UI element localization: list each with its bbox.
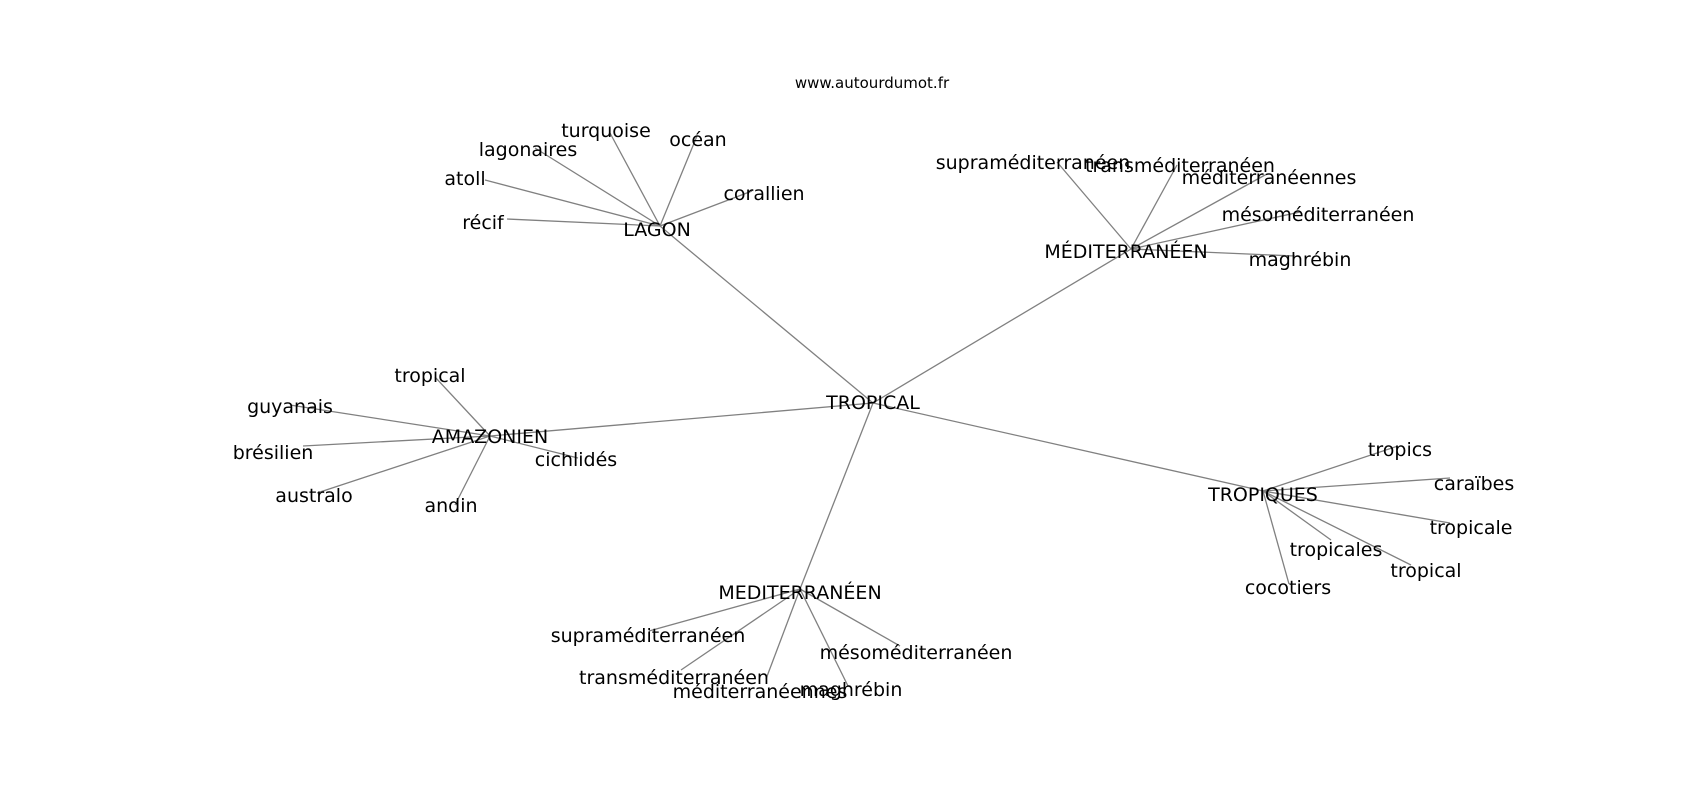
edge-tropiques-to-tropicales — [1262, 490, 1332, 541]
leaf-node-mediterraneennes: méditerranéennes — [673, 681, 848, 703]
edge-lagon-to-ocean — [659, 135, 698, 227]
edge-amazonien-to-cichlides — [489, 435, 579, 459]
leaf-node-ocean: océan — [669, 129, 726, 151]
edge-mediterraneen-to-maghrebin — [1130, 248, 1296, 257]
edge-tropiques-to-cocotiers — [1262, 490, 1290, 585]
edge-lagon-to-lagonaires — [534, 147, 661, 227]
leaf-node-supramediterraneen: supraméditerranéen — [936, 152, 1131, 174]
leaf-node-maghrebin: maghrébin — [1249, 249, 1352, 271]
edge-lagon-to-atoll — [484, 179, 661, 227]
leaf-node-mediterraneennes: méditerranéennes — [1182, 167, 1357, 189]
edge-center-to-tropiques — [872, 402, 1264, 492]
hub-node-mediterraneen: MEDITERRANÉEN — [718, 581, 881, 604]
leaf-node-australo: australo — [275, 485, 352, 507]
hub-node-tropiques: TROPIQUES — [1207, 484, 1318, 506]
edge-mediterraneen-to-mesomediterraneen — [1130, 211, 1301, 250]
leaf-node-bresilien: brésilien — [233, 442, 314, 464]
leaf-node-mesomediterraneen: mésoméditerranéen — [1222, 204, 1415, 226]
edge-center-to-mediterraneen — [872, 248, 1132, 404]
leaf-node-tropicale: tropicale — [1430, 517, 1513, 539]
watermark-text: www.autourdumot.fr — [795, 74, 950, 92]
leaf-node-tropicales: tropicales — [1290, 539, 1383, 561]
leaf-node-cichlides: cichlidés — [535, 449, 617, 471]
edge-center-to-amazonien — [489, 402, 874, 437]
edge-mediterraneen-to-maghrebin — [799, 588, 849, 687]
edge-mediterraneen-to-mediterraneennes — [1130, 174, 1266, 250]
edge-amazonien-to-guyanais — [289, 404, 491, 437]
edge-lagon-to-corallien — [659, 190, 753, 227]
leaf-node-transmediterraneen: transméditerranéen — [579, 667, 769, 689]
leaf-node-turquoise: turquoise — [561, 120, 651, 142]
edge-tropiques-to-tropicale — [1262, 490, 1451, 524]
hub-node-lagon: LAGON — [623, 219, 691, 241]
leaf-node-cocotiers: cocotiers — [1245, 577, 1331, 599]
edge-lagon-to-turquoise — [609, 132, 661, 227]
edges-layer — [289, 132, 1451, 687]
edge-tropiques-to-tropics — [1262, 445, 1399, 492]
hub-node-mediterraneen: MÉDITERRANÉEN — [1044, 240, 1207, 263]
edge-mediterraneen-to-transmediterraneen — [1130, 164, 1178, 250]
leaf-node-guyanais: guyanais — [247, 396, 333, 418]
edge-center-to-lagon — [659, 225, 874, 404]
leaf-node-recif: récif — [462, 212, 505, 234]
edge-mediterraneen-to-supramediterraneen — [648, 588, 801, 632]
hub-node-amazonien: AMAZONIEN — [432, 426, 548, 448]
edge-lagon-to-recif — [506, 218, 661, 227]
leaf-node-transmediterraneen: transméditerranéen — [1085, 155, 1275, 177]
edge-amazonien-to-andin — [454, 435, 491, 506]
leaf-node-mesomediterraneen: mésoméditerranéen — [820, 642, 1013, 664]
edge-mediterraneen-to-transmediterraneen — [680, 588, 801, 671]
center-node-label: TROPICAL — [825, 392, 920, 414]
edge-center-to-mediterraneen — [799, 402, 874, 590]
leaf-node-tropical: tropical — [1390, 560, 1461, 582]
leaf-node-corallien: corallien — [723, 183, 804, 205]
leaf-node-atoll: atoll — [444, 168, 485, 190]
edge-amazonien-to-bresilien — [302, 435, 491, 447]
leaf-node-caraibes: caraïbes — [1434, 473, 1514, 495]
edge-amazonien-to-tropical — [434, 376, 491, 437]
edge-mediterraneen-to-mediterraneennes — [765, 588, 801, 680]
edge-amazonien-to-australo — [316, 435, 491, 494]
leaf-node-andin: andin — [424, 495, 477, 517]
leaf-node-lagonaires: lagonaires — [479, 139, 578, 161]
leaf-node-tropics: tropics — [1368, 439, 1432, 461]
leaf-node-tropical: tropical — [394, 365, 465, 387]
edge-tropiques-to-tropical — [1262, 490, 1412, 566]
edge-mediterraneen-to-supramediterraneen — [1056, 161, 1132, 250]
edge-tropiques-to-caraibes — [1262, 477, 1451, 492]
labels-layer: www.autourdumot.fr TROPICAL LAGON turquois… — [233, 74, 1515, 703]
leaf-node-maghrebin: maghrébin — [800, 679, 903, 701]
leaf-node-supramediterraneen: supraméditerranéen — [551, 625, 746, 647]
edge-mediterraneen-to-mesomediterraneen — [799, 588, 901, 647]
